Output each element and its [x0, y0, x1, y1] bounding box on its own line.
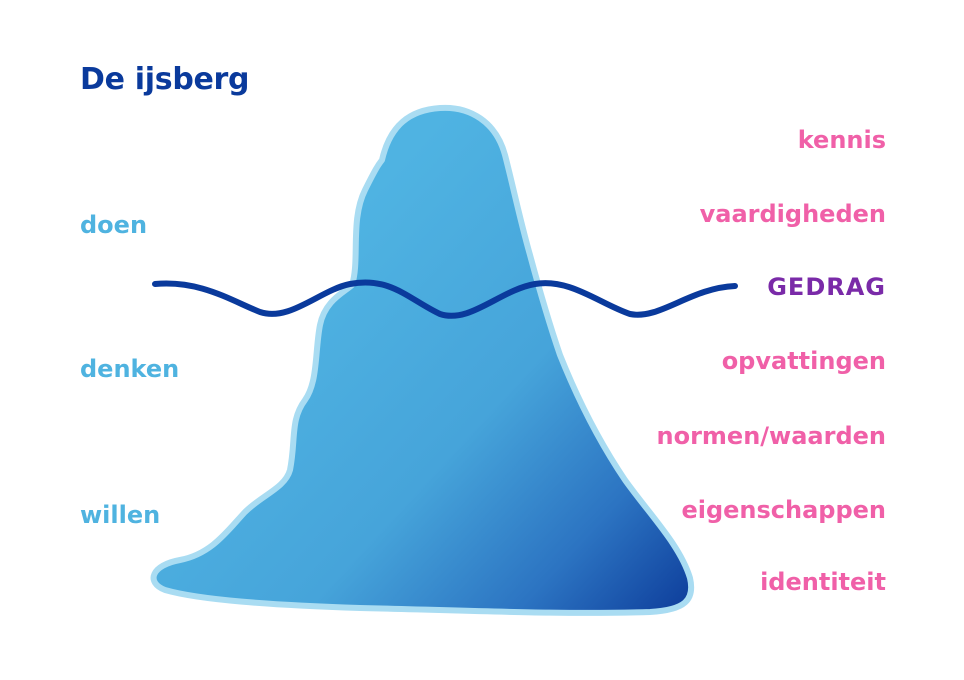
diagram-title: De ijsberg [80, 62, 250, 97]
label-vaardigheden: vaardigheden [699, 200, 886, 228]
label-kennis: kennis [797, 126, 886, 154]
label-identiteit: identiteit [760, 568, 886, 596]
iceberg-icon [150, 104, 695, 616]
label-doen: doen [80, 211, 148, 239]
label-denken: denken [80, 355, 180, 383]
label-eigenschappen: eigenschappen [681, 496, 886, 524]
label-opvattingen: opvattingen [721, 347, 886, 375]
label-normen-waarden: normen/waarden [656, 422, 887, 450]
label-willen: willen [80, 501, 161, 529]
label-gedrag: GEDRAG [767, 273, 886, 301]
waterline-wave-icon [152, 279, 738, 319]
